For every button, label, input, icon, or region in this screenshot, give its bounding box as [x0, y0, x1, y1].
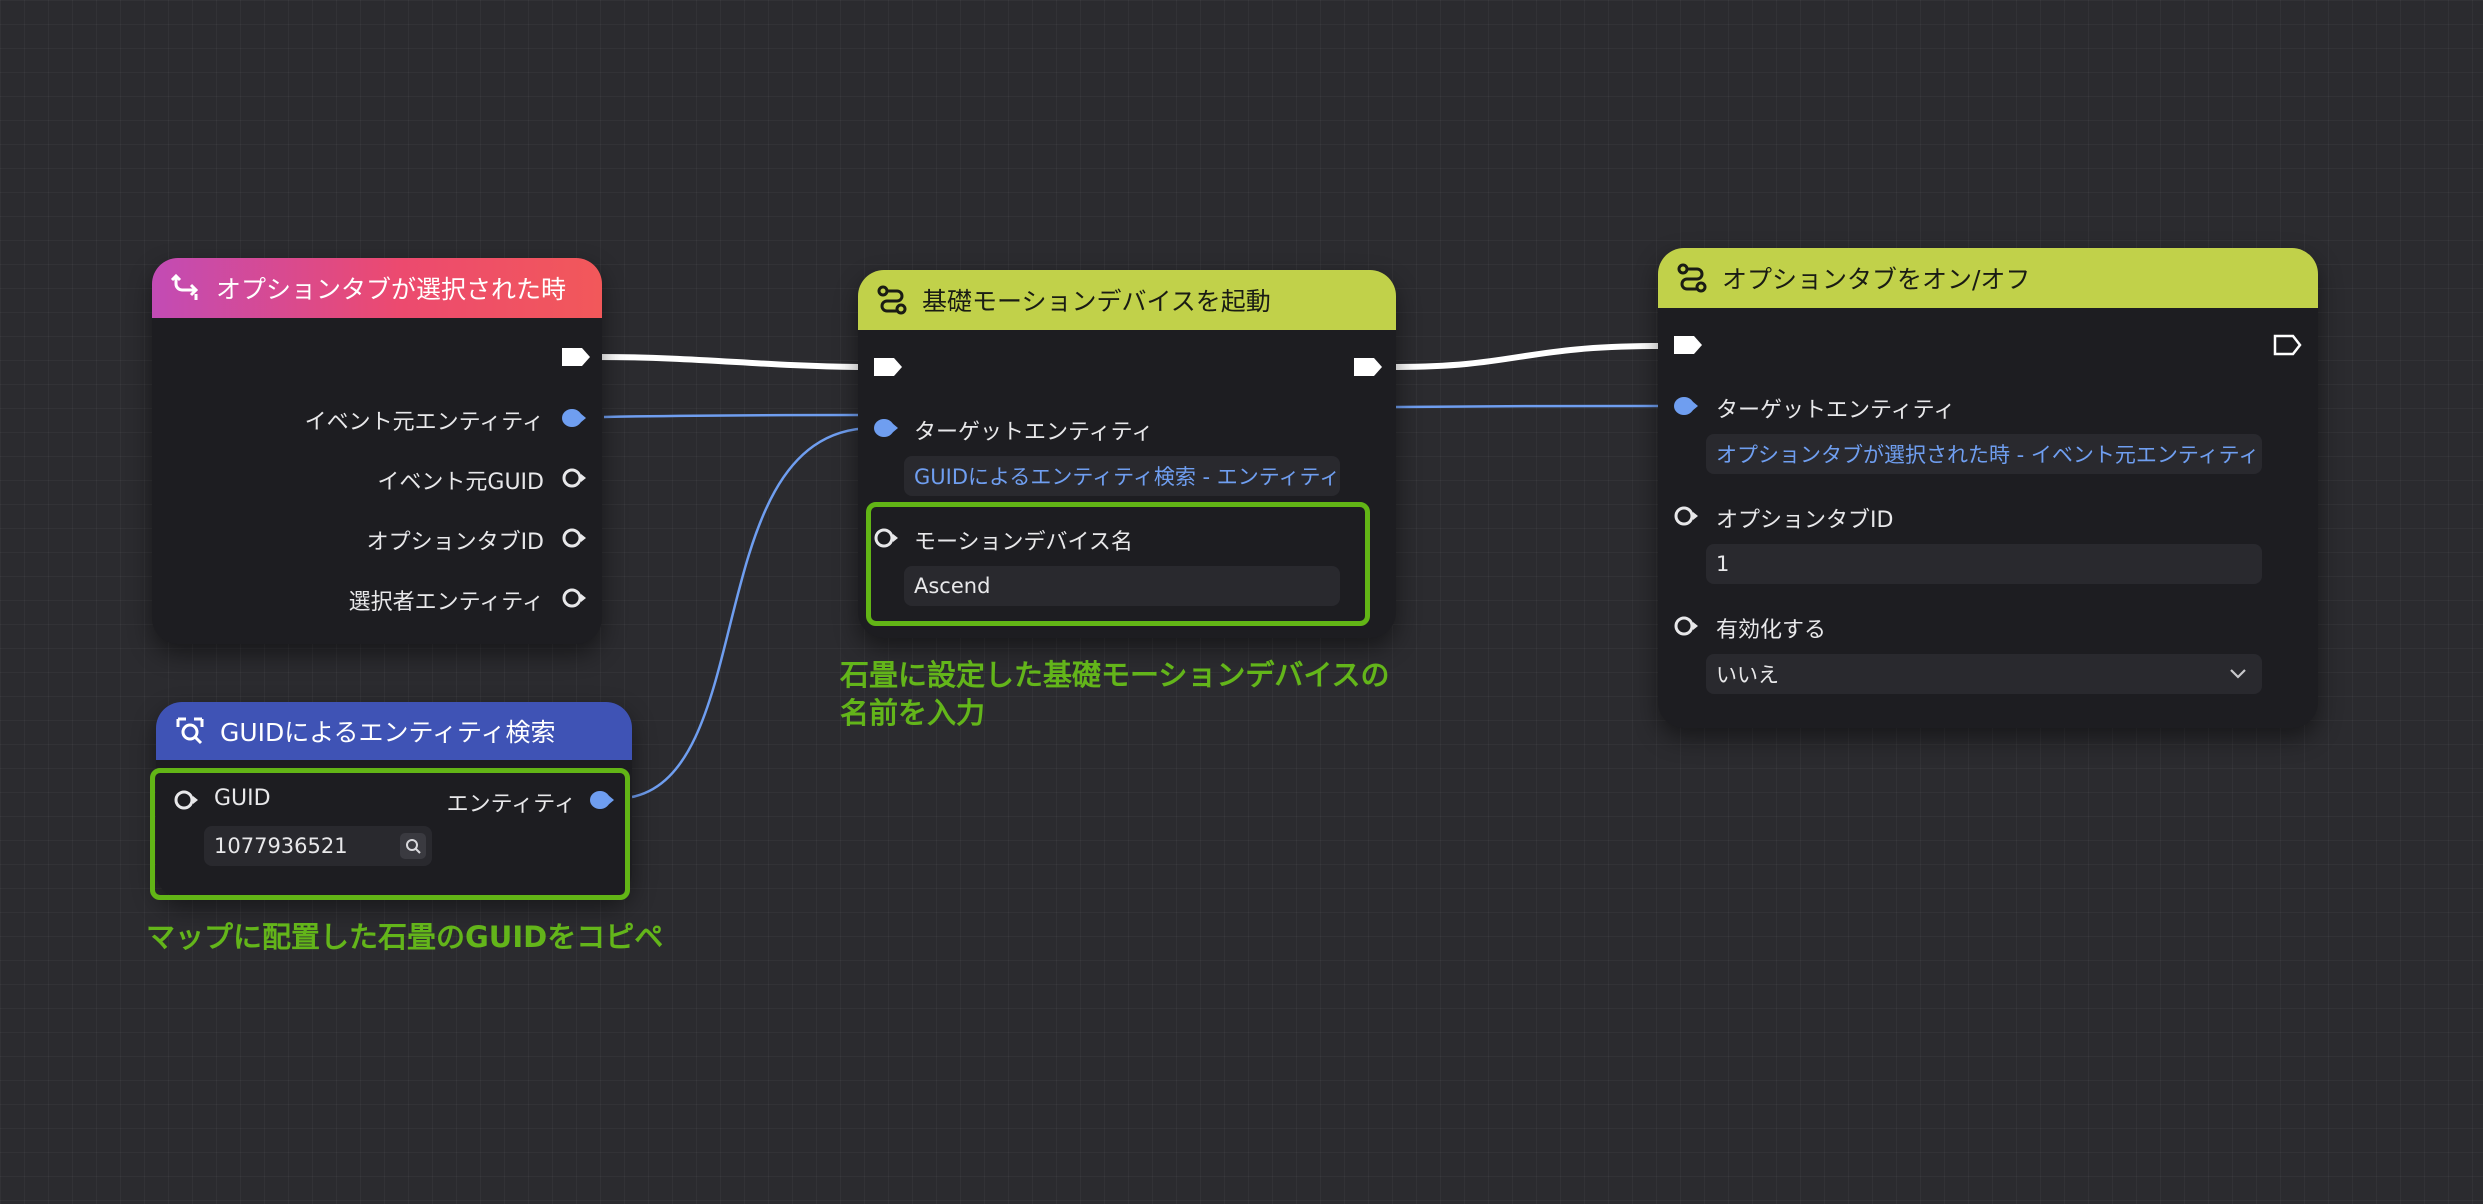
event-output-label-1: イベント元GUID [377, 470, 544, 495]
query-node-header[interactable]: GUIDによるエンティティ検索 [156, 702, 632, 760]
target-entity-label: ターゲットエンティティ [914, 420, 1154, 445]
target-entity-link[interactable]: GUIDによるエンティティ検索 - エンティティ [904, 456, 1340, 496]
action-icon [876, 283, 910, 317]
event-output-label-3: 選択者エンティティ [348, 590, 544, 615]
target-entity-pin-icon[interactable] [1672, 394, 1700, 418]
toggle-node-title: オプションタブをオン/オフ [1722, 265, 2031, 294]
selector-pin-icon[interactable] [560, 586, 588, 610]
entity-output-label: エンティティ [446, 792, 576, 817]
action-icon [1676, 261, 1710, 295]
query-icon [174, 714, 208, 748]
motion-node-header[interactable]: 基礎モーションデバイスを起動 [858, 270, 1396, 330]
entity-wire-query-to-motion [631, 426, 873, 799]
toggle-tab-node[interactable]: オプションタブをオン/オフ ターゲットエンティティ オプションタブが選択された時… [1658, 248, 2318, 728]
event-node-title: オプションタブが選択された時 [216, 275, 567, 304]
tab-id-input[interactable]: 1 [1706, 544, 2262, 584]
enable-select[interactable]: いいえ [1706, 654, 2262, 694]
motion-annotation: 石畳に設定した基礎モーションデバイスの 名前を入力 [840, 656, 1390, 732]
guid-pin-icon[interactable] [560, 466, 588, 490]
device-name-pin-icon[interactable] [872, 526, 900, 550]
guid-annotation: マップに配置した石畳のGUIDをコピペ [146, 920, 664, 954]
motion-annotation-line1: 石畳に設定した基礎モーションデバイスの [840, 658, 1390, 692]
enable-select-value: いいえ [1716, 663, 1779, 687]
target-entity-link[interactable]: オプションタブが選択された時 - イベント元エンティティ [1706, 434, 2262, 474]
tab-id-pin-icon[interactable] [560, 526, 588, 550]
toggle-node-header[interactable]: オプションタブをオン/オフ [1658, 248, 2318, 308]
motion-node-title: 基礎モーションデバイスを起動 [922, 287, 1271, 316]
exec-out-pin[interactable] [560, 344, 592, 370]
target-entity-label: ターゲットエンティティ [1716, 398, 1956, 423]
device-name-input[interactable]: Ascend [904, 566, 1340, 606]
guid-input-value: 1077936521 [214, 834, 348, 858]
exec-in-pin[interactable] [1672, 332, 1704, 358]
event-output-label-0: イベント元エンティティ [304, 410, 544, 435]
event-trigger-icon [170, 271, 204, 305]
tab-id-pin-icon[interactable] [1672, 504, 1700, 528]
device-name-label: モーションデバイス名 [914, 530, 1133, 555]
guid-input-pin-icon[interactable] [172, 788, 200, 812]
motion-device-node[interactable]: 基礎モーションデバイスを起動 ターゲットエンティティ GUIDによるエンティティ… [858, 270, 1396, 638]
chevron-down-icon [2230, 669, 2246, 679]
enable-label: 有効化する [1716, 618, 1827, 643]
entity-pin-icon[interactable] [560, 406, 588, 430]
exec-in-pin[interactable] [872, 354, 904, 380]
tab-id-label: オプションタブID [1716, 508, 1894, 533]
exec-out-pin[interactable] [1352, 354, 1384, 380]
entity-output-pin-icon[interactable] [588, 788, 616, 812]
event-node-header[interactable]: オプションタブが選択された時 [152, 258, 602, 318]
guid-input-label: GUID [214, 786, 271, 811]
exec-wire-1 [597, 354, 859, 370]
target-entity-pin-icon[interactable] [872, 416, 900, 440]
exec-out-pin-empty[interactable] [2272, 332, 2304, 358]
query-node-title: GUIDによるエンティティ検索 [220, 718, 556, 747]
exec-wire-2 [1393, 343, 1663, 370]
event-output-label-2: オプションタブID [366, 530, 544, 555]
search-icon[interactable] [400, 833, 426, 859]
query-node[interactable]: GUIDによるエンティティ検索 GUID エンティティ 1077936521 [156, 702, 632, 898]
enable-pin-icon[interactable] [1672, 614, 1700, 638]
event-node[interactable]: オプションタブが選択された時 イベント元エンティティ イベント元GUID オプシ… [152, 258, 602, 644]
guid-input-field[interactable]: 1077936521 [204, 826, 432, 866]
motion-annotation-line2: 名前を入力 [840, 696, 986, 730]
